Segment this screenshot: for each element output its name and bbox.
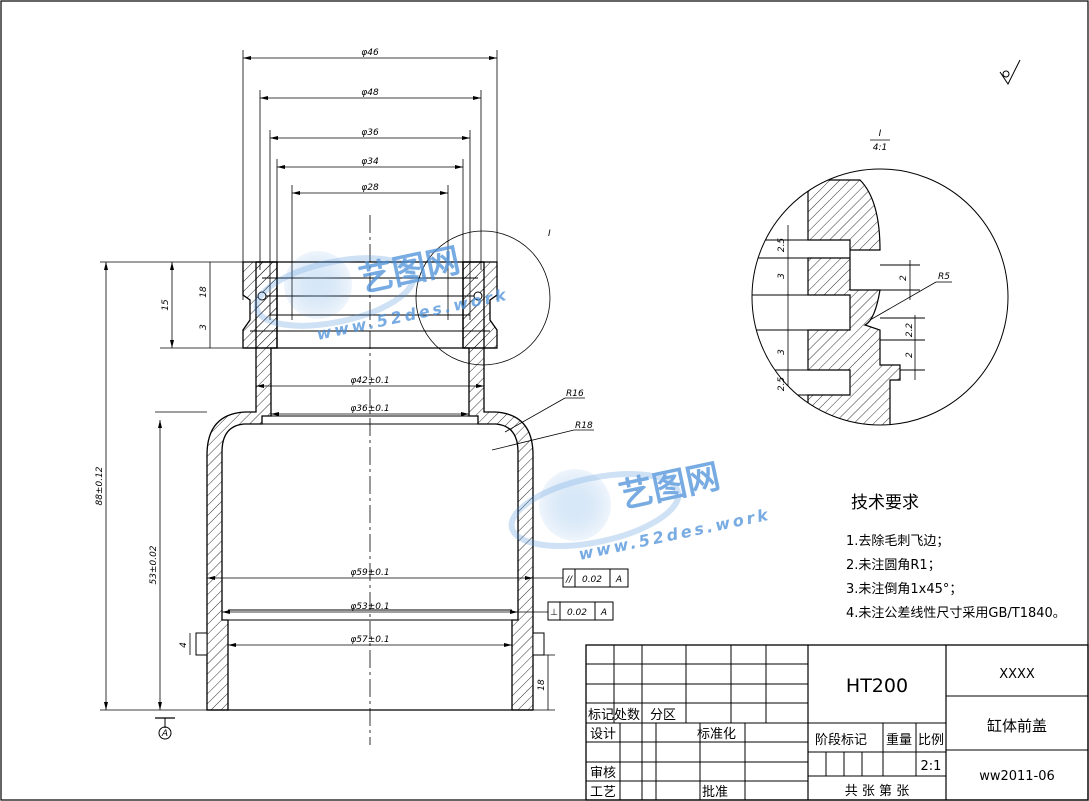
tb-sheets: 共 张 第 张 (845, 784, 909, 799)
detail-marker-label: I (548, 229, 551, 239)
svg-text:⊥: ⊥ (550, 608, 558, 618)
dim-d36: φ36 (361, 128, 379, 138)
tb-scale-label: 比例 (918, 733, 944, 748)
tb-company: XXXX (999, 667, 1035, 682)
tb-review: 审核 (590, 766, 616, 781)
radius-r16: R16 (566, 389, 584, 399)
detail-d3b: 3 (777, 349, 787, 355)
svg-text:0.02: 0.02 (582, 575, 602, 585)
dim-h53: 53±0.02 (149, 545, 159, 584)
detail-d2a: 2 (899, 275, 909, 281)
tb-process: 工艺 (590, 785, 616, 800)
dim-d48: φ48 (361, 88, 379, 98)
technical-notes: 技术要求 1.去除毛刺飞边； 2.未注圆角R1； 3.未注倒角1x45°； 4.… (846, 493, 1066, 621)
dim-d57: φ57±0.1 (350, 635, 389, 645)
notes-item: 4.未注公差线性尺寸采用GB/T1840。 (846, 606, 1066, 621)
title-block (585, 644, 1089, 801)
right-wall-section (462, 261, 534, 711)
svg-text:A: A (161, 729, 168, 739)
detail-d25b: 2.5 (777, 377, 787, 392)
tb-scale-value: 2:1 (921, 759, 942, 774)
detail-d2b: 2 (905, 352, 915, 358)
notes-item: 1.去除毛刺飞边； (846, 534, 949, 549)
detail-d25a: 2.5 (777, 238, 787, 253)
tb-zone: 分区 (650, 708, 676, 723)
radius-r18: R18 (575, 421, 593, 431)
tb-part-name: 缸体前盖 (987, 717, 1047, 735)
tb-weight: 重量 (886, 732, 912, 748)
tb-stage-mark: 阶段标记 (815, 733, 867, 748)
notes-item: 2.未注圆角R1； (846, 558, 941, 573)
datum-symbol: A (155, 717, 175, 740)
dim-d59: φ59±0.1 (350, 568, 389, 578)
svg-text:A: A (615, 575, 622, 585)
detail-d3a: 3 (777, 273, 787, 279)
height-dimensions (100, 261, 555, 711)
svg-text://: // (565, 575, 573, 585)
detail-view: I 4:1 2.5 3 2 R5 2.2 3 2 2.5 (751, 129, 1009, 426)
tb-material: HT200 (846, 675, 908, 697)
detail-r5: R5 (938, 272, 950, 282)
dim-h3: 3 (199, 324, 209, 330)
notes-title: 技术要求 (851, 493, 919, 513)
dim-h4: 4 (179, 642, 189, 648)
detail-label: I (879, 129, 882, 139)
roughness-symbol (999, 59, 1021, 85)
dim-d36b: φ36±0.1 (350, 404, 389, 414)
dim-h18: 18 (199, 286, 209, 298)
diameter-dimensions (207, 50, 533, 646)
detail-scale: 4:1 (873, 143, 887, 153)
tolerance-frame-1: // 0.02 A (533, 568, 629, 588)
detail-section (807, 179, 901, 425)
dim-d53: φ53±0.1 (350, 602, 389, 612)
dim-h15: 15 (161, 299, 171, 311)
dim-d28: φ28 (361, 183, 379, 193)
detail-marker-circle (415, 230, 551, 366)
dim-d46: φ46 (361, 48, 379, 58)
dim-d34: φ34 (361, 157, 379, 167)
tb-drawing-no: ww2011-06 (979, 769, 1055, 784)
dim-total-height: 88±0.12 (95, 466, 105, 505)
dimension-arrows (207, 56, 533, 647)
tb-standardize: 标准化 (697, 727, 736, 742)
right-flange-section (462, 261, 498, 349)
tolerance-frame-2: ⊥ 0.02 A (518, 601, 614, 621)
dim-h18b: 18 (537, 679, 547, 691)
watermark-2: 艺图网 www.52des.work (508, 456, 772, 564)
dim-d42: φ42±0.1 (350, 376, 389, 386)
tb-mark-row: 标记处数 (588, 708, 640, 723)
notes-item: 3.未注倒角1x45°； (846, 582, 962, 597)
left-flange-section (242, 261, 278, 349)
svg-text:A: A (600, 608, 607, 618)
tb-design: 设计 (590, 727, 616, 742)
detail-d22: 2.2 (905, 323, 915, 338)
left-wall-section (206, 261, 278, 711)
svg-text:0.02: 0.02 (567, 608, 587, 618)
tb-approve: 批准 (702, 785, 728, 800)
